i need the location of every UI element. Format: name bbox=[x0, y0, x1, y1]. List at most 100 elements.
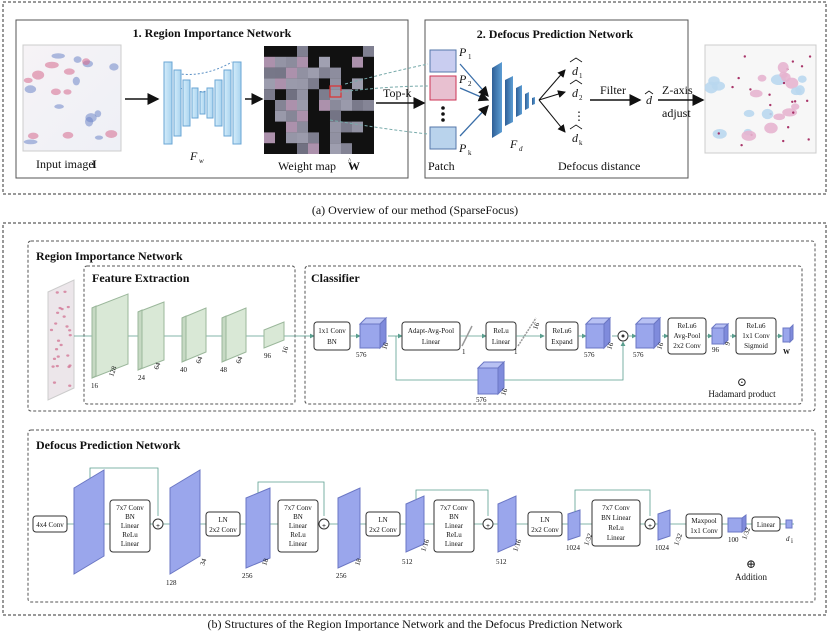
arrow-to-d2 bbox=[538, 90, 566, 101]
weight-cell bbox=[319, 89, 330, 100]
dpn-feat-9-side bbox=[741, 514, 747, 533]
addition-legend-symbol: ⊕ bbox=[746, 557, 756, 571]
cell-blob bbox=[67, 365, 71, 369]
blk-line: Linear bbox=[445, 522, 464, 530]
dim-128: 128 bbox=[166, 579, 177, 587]
conv2x2-label: 2x2 Conv bbox=[369, 526, 397, 534]
weight-cell bbox=[308, 78, 319, 90]
cell-blob bbox=[768, 93, 771, 96]
weight-cell bbox=[330, 143, 341, 154]
fe-dim: 16 bbox=[280, 345, 290, 355]
weight-cell bbox=[286, 132, 297, 144]
conv4x4-label: 4x4 Conv bbox=[36, 521, 64, 529]
dpn-detail-box bbox=[27, 429, 816, 603]
fd-network-icon bbox=[492, 62, 535, 138]
cell-blob bbox=[791, 100, 794, 103]
weight-cell bbox=[330, 132, 341, 144]
weight-cell bbox=[275, 67, 286, 79]
cell-blob bbox=[82, 58, 90, 65]
dhat-label: d bbox=[646, 93, 653, 107]
fe-dim: 64 bbox=[194, 355, 204, 365]
dk-hat bbox=[569, 124, 583, 130]
d2-hat bbox=[569, 79, 583, 85]
cell-blob bbox=[808, 55, 812, 58]
structures-frame bbox=[2, 222, 827, 616]
cell-blob bbox=[805, 99, 809, 103]
cell-blob bbox=[56, 311, 60, 315]
weight-cell bbox=[297, 89, 308, 100]
bn-label: BN bbox=[327, 338, 337, 346]
d1-hat bbox=[569, 57, 583, 63]
p1-label: P bbox=[458, 45, 467, 59]
dim-256: 256 bbox=[242, 572, 253, 580]
sigmoid-label: Sigmoid bbox=[744, 342, 768, 350]
weight-cell bbox=[352, 121, 363, 133]
adjust-label: adjust bbox=[662, 106, 691, 120]
cell-blob bbox=[73, 56, 82, 63]
weight-cell bbox=[297, 56, 308, 68]
dim-1024: 1024 bbox=[566, 544, 581, 552]
blk-line: 7x7 Conv bbox=[116, 504, 144, 512]
blk-line: Linear bbox=[607, 534, 626, 542]
classifier-box bbox=[304, 265, 803, 405]
feat-cube-96 bbox=[710, 322, 730, 346]
p1-sub: 1 bbox=[468, 53, 472, 61]
dim-1-16: 1/16 bbox=[511, 538, 523, 553]
blk-line: BN bbox=[125, 513, 135, 521]
di-output bbox=[785, 519, 793, 529]
cell-blob bbox=[24, 85, 37, 94]
cell-blob bbox=[49, 328, 54, 332]
dim-100: 100 bbox=[728, 536, 739, 544]
cell-blob bbox=[105, 130, 118, 138]
maxpool-box bbox=[685, 513, 723, 539]
arrow-to-d1 bbox=[538, 69, 566, 101]
dim-16: 16 bbox=[605, 341, 615, 351]
blk-line: Linear bbox=[289, 540, 308, 548]
feat-cube-576-e bbox=[476, 360, 506, 396]
conv1x1-label: 1x1 Conv bbox=[690, 527, 718, 535]
vec-1a bbox=[461, 325, 473, 347]
add-op-1-plus: + bbox=[156, 522, 160, 530]
p2-label: P bbox=[458, 72, 467, 86]
blk-line: ReLu bbox=[290, 531, 306, 539]
weight-cell bbox=[264, 78, 275, 90]
add-op-1 bbox=[152, 518, 164, 530]
cell-blob bbox=[56, 355, 60, 358]
fe-block-5 bbox=[263, 321, 285, 349]
cell-blob bbox=[66, 354, 70, 357]
dk-sub: k bbox=[579, 139, 583, 147]
weight-output-cube bbox=[782, 323, 794, 344]
dpn-feat-3 bbox=[245, 487, 271, 569]
weight-cell bbox=[297, 121, 308, 133]
weight-cell bbox=[330, 67, 341, 79]
fw-unet-icon bbox=[163, 61, 242, 145]
fe-block-1 bbox=[91, 293, 129, 379]
weight-cell bbox=[330, 110, 341, 122]
convnext-block-2 bbox=[277, 499, 319, 553]
filter-label: Filter bbox=[600, 83, 626, 97]
residual-1 bbox=[89, 467, 159, 516]
cell-blob bbox=[51, 365, 55, 368]
cell-blob bbox=[764, 122, 778, 134]
di-label: d bbox=[786, 535, 790, 543]
cell-blob bbox=[50, 88, 61, 96]
conv4x4-box bbox=[32, 515, 68, 533]
cell-blob bbox=[740, 143, 743, 147]
blk-line: Linear bbox=[121, 522, 140, 530]
convnext-block-4 bbox=[591, 499, 641, 547]
weight-cell bbox=[264, 89, 275, 100]
weight-cell bbox=[330, 121, 341, 133]
p2-sub: 2 bbox=[468, 80, 472, 88]
weight-cell bbox=[286, 89, 297, 100]
cell-blob bbox=[761, 108, 774, 120]
output-image bbox=[704, 44, 817, 154]
dim-576: 576 bbox=[584, 351, 595, 359]
weight-cell bbox=[286, 56, 297, 68]
ln-label: LN bbox=[218, 516, 227, 524]
ln-conv-box-3 bbox=[527, 511, 563, 537]
caption-b: (b) Structures of the Region Importance … bbox=[208, 617, 623, 631]
cell-blob bbox=[63, 68, 75, 75]
residual-2 bbox=[257, 481, 325, 516]
add-op-3 bbox=[482, 518, 494, 530]
